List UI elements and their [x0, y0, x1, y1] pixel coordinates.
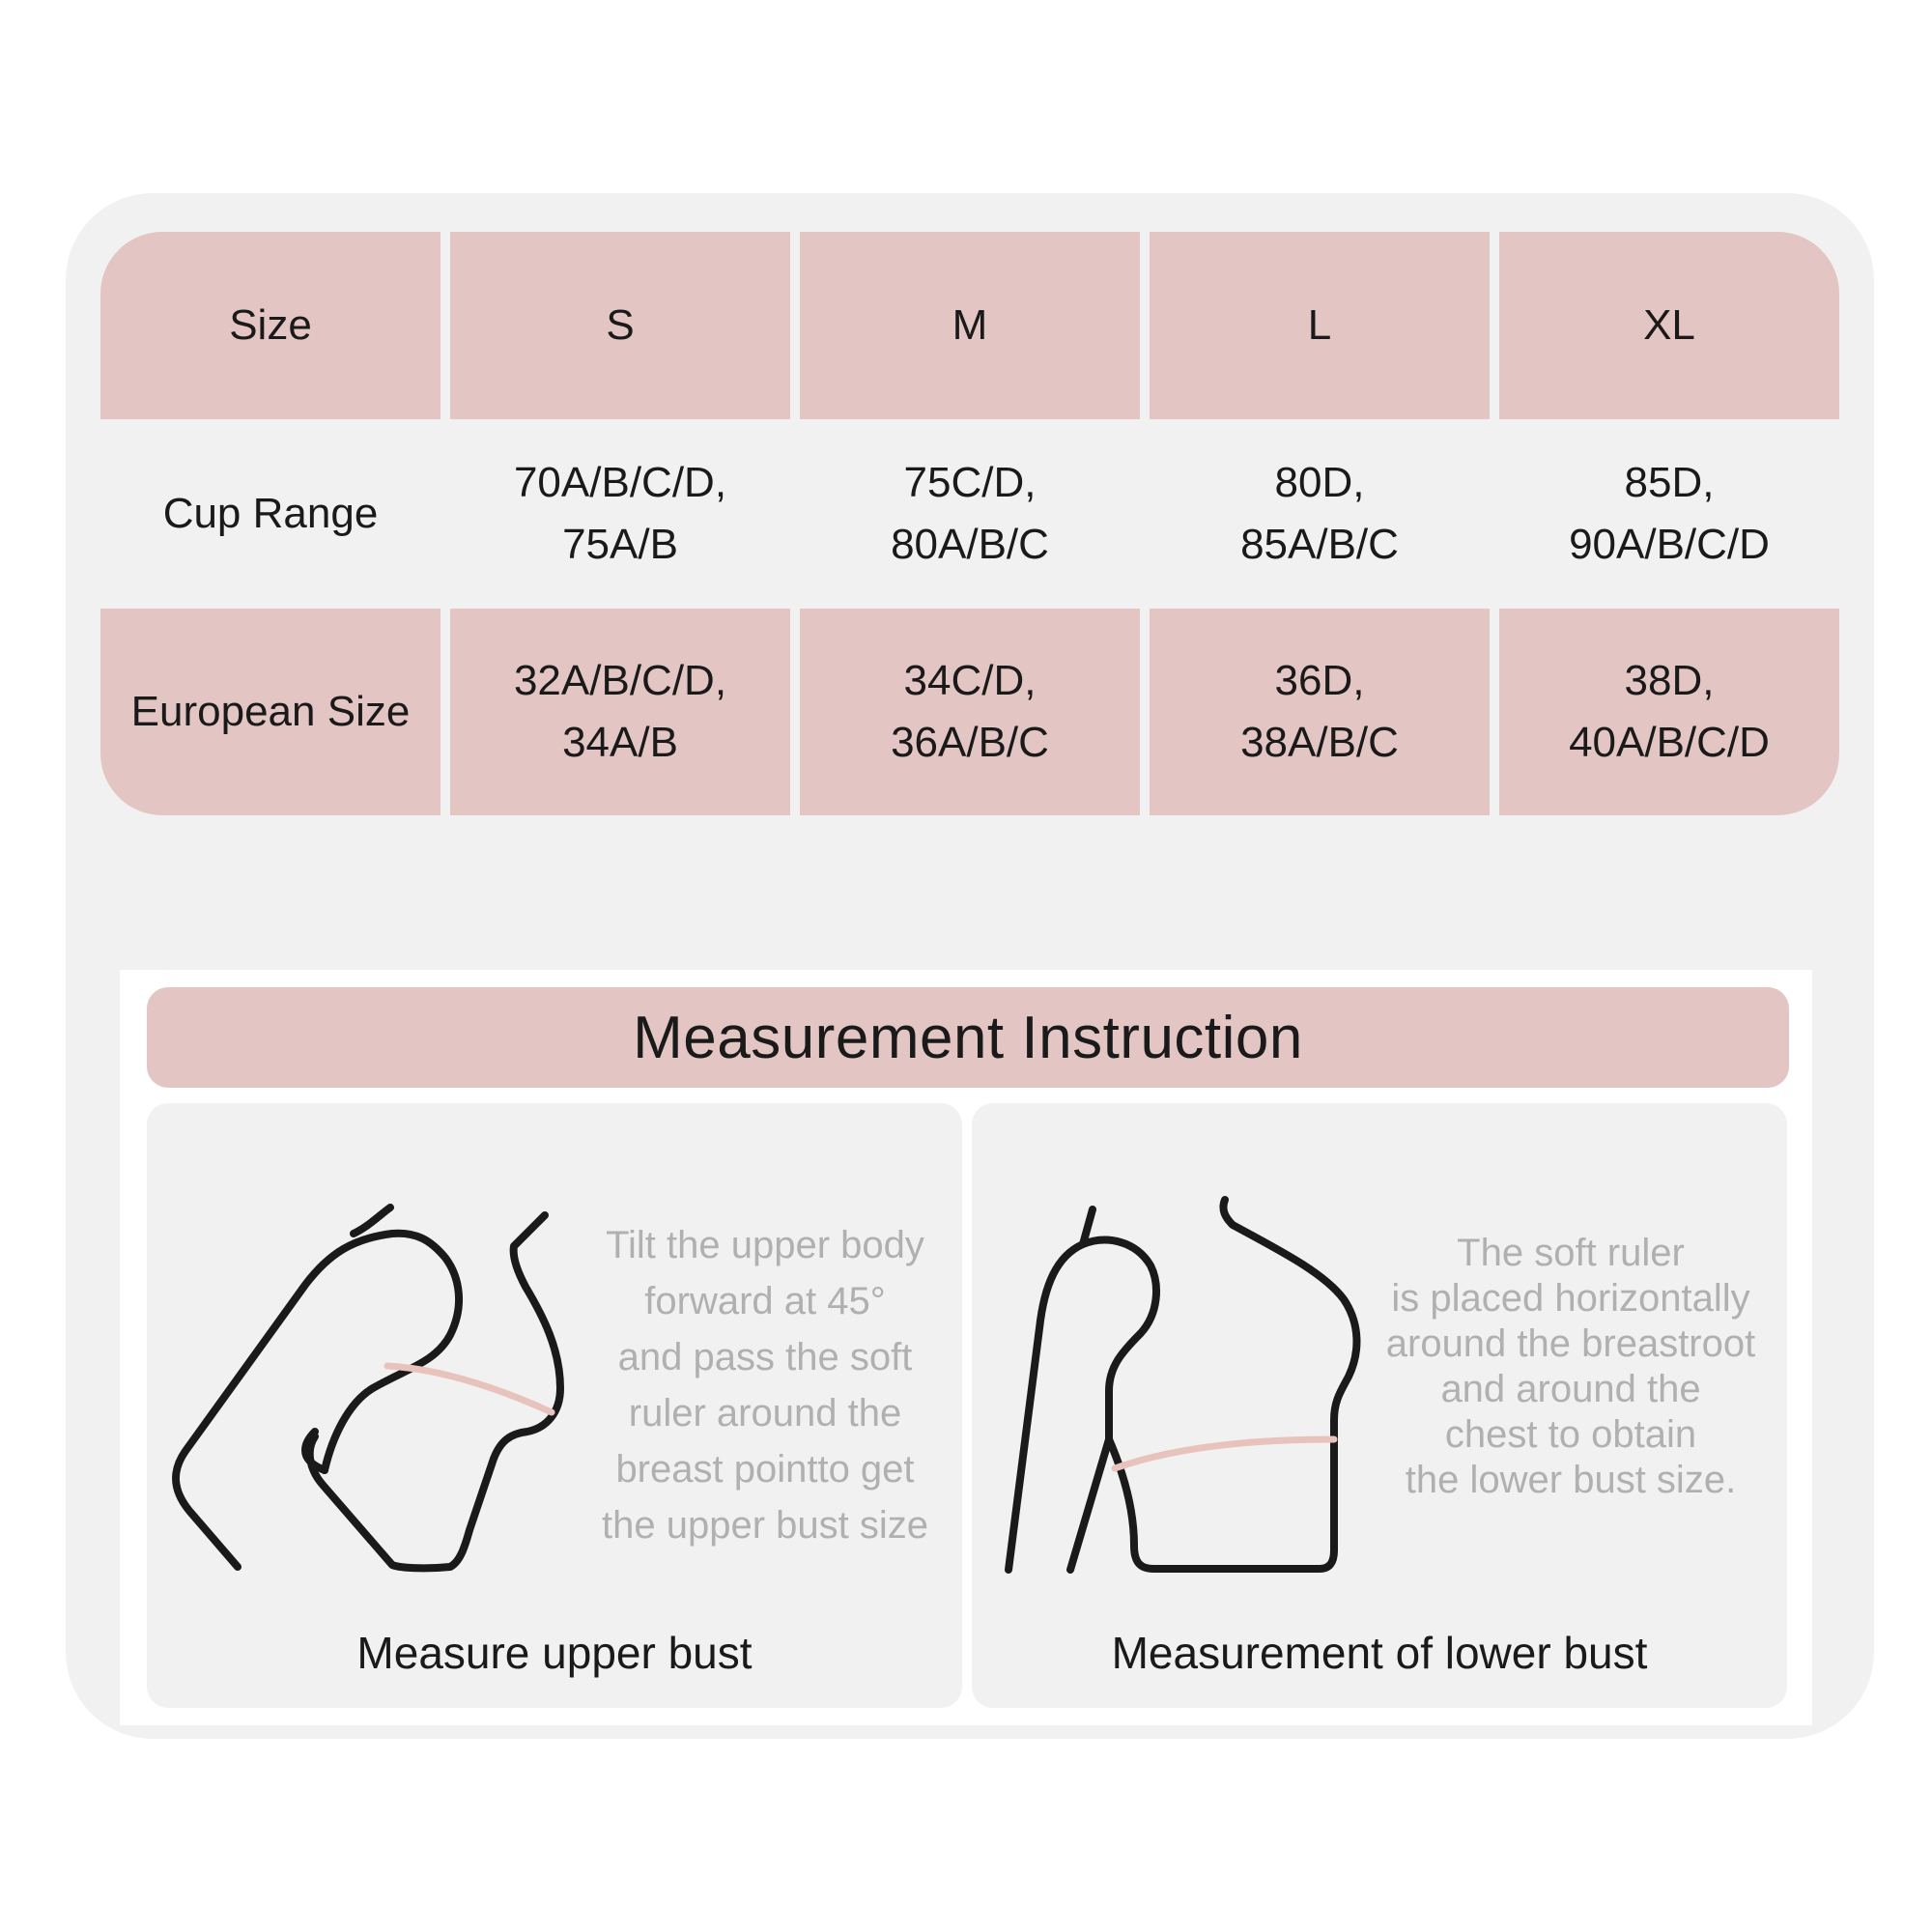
instruction-line: Tilt the upper body	[606, 1224, 924, 1266]
cell-line: 38A/B/C	[1240, 719, 1399, 766]
instruction-line: is placed horizontally	[1391, 1277, 1750, 1320]
lower-bust-caption: Measurement of lower bust	[1111, 1628, 1648, 1678]
size-table: Size S M L XL Cup Range 70A/B/C/D, 75A/B…	[100, 232, 1839, 815]
cell-line: 75A/B	[562, 521, 678, 568]
cell-line: 40A/B/C/D	[1569, 719, 1770, 766]
instruction-line: around the breastroot	[1385, 1322, 1756, 1365]
instruction-line: the upper bust size	[602, 1504, 928, 1547]
table-cell: 38D, 40A/B/C/D	[1499, 609, 1839, 815]
lower-bust-instructions: The soft ruler is placed horizontally ar…	[1378, 1231, 1764, 1503]
upper-bust-instructions: Tilt the upper body forward at 45° and p…	[601, 1217, 929, 1553]
cell-line: 34A/B	[562, 719, 678, 766]
instruction-line: The soft ruler	[1457, 1232, 1685, 1274]
upper-bust-card: Tilt the upper body forward at 45° and p…	[147, 1103, 962, 1708]
cell-line: 80A/B/C	[891, 521, 1049, 568]
table-cell: 36D, 38A/B/C	[1150, 609, 1490, 815]
row-label-cup-range: Cup Range	[100, 419, 440, 609]
instruction-line: and around the	[1440, 1368, 1701, 1410]
cell-line: 80D,	[1274, 459, 1365, 507]
table-header-cell: M	[800, 232, 1140, 419]
instruction-line: breast pointto get	[615, 1448, 915, 1491]
row-label-european-size: European Size	[100, 609, 440, 815]
cell-line: 85A/B/C	[1240, 521, 1399, 568]
table-header-cell: S	[450, 232, 790, 419]
lower-bust-card: The soft ruler is placed horizontally ar…	[972, 1103, 1787, 1708]
cell-line: 90A/B/C/D	[1569, 521, 1770, 568]
table-cell: 70A/B/C/D, 75A/B	[450, 419, 790, 609]
cell-line: 85D,	[1624, 459, 1715, 507]
measurement-instruction-section: Measurement Instruction Tilt the upper b…	[120, 970, 1812, 1725]
table-header-cell: L	[1150, 232, 1490, 419]
cell-line: 75C/D,	[903, 459, 1037, 507]
cell-line: 38D,	[1624, 657, 1715, 705]
instruction-line: the lower bust size.	[1405, 1459, 1737, 1501]
torso-upright-icon	[1005, 1196, 1361, 1574]
cell-line: 34C/D,	[903, 657, 1037, 705]
instruction-line: ruler around the	[628, 1392, 902, 1435]
cell-line: 32A/B/C/D,	[513, 657, 727, 705]
instruction-line: and pass the soft	[617, 1336, 913, 1378]
torso-tilted-icon	[171, 1204, 564, 1573]
table-cell: 75C/D, 80A/B/C	[800, 419, 1140, 609]
table-cell: 34C/D, 36A/B/C	[800, 609, 1140, 815]
upper-bust-caption: Measure upper bust	[356, 1628, 753, 1678]
table-cell: 85D, 90A/B/C/D	[1499, 419, 1839, 609]
table-header-cell: Size	[100, 232, 440, 419]
instruction-title: Measurement Instruction	[147, 987, 1789, 1088]
table-cell: 80D, 85A/B/C	[1150, 419, 1490, 609]
cell-line: 70A/B/C/D,	[513, 459, 727, 507]
table-cell: 32A/B/C/D, 34A/B	[450, 609, 790, 815]
cell-line: 36A/B/C	[891, 719, 1049, 766]
cell-line: 36D,	[1274, 657, 1365, 705]
table-header-cell: XL	[1499, 232, 1839, 419]
instruction-line: chest to obtain	[1444, 1413, 1697, 1456]
instruction-line: forward at 45°	[644, 1280, 886, 1322]
